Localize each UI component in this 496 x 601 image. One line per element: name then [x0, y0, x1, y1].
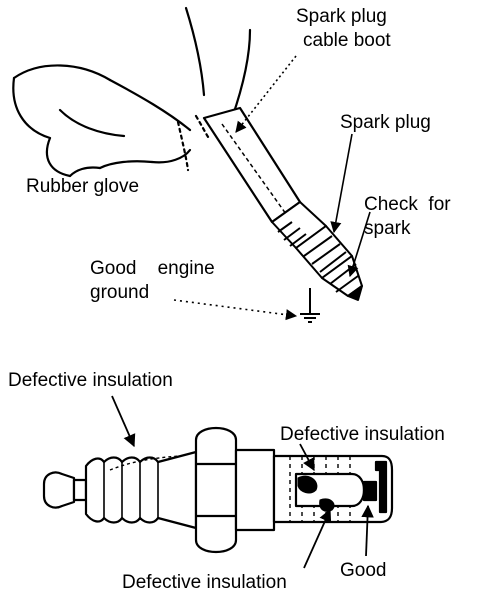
defective-insulation-label-bottom: Defective insulation — [122, 572, 287, 593]
spark-plug-label: Spark plug — [340, 112, 431, 133]
good-engine-ground-label-line1: Good engine — [90, 258, 215, 279]
rubber-glove-label: Rubber glove — [26, 176, 139, 197]
ground-symbol-icon — [300, 288, 320, 323]
cable-boot — [202, 106, 302, 224]
hand-with-glove — [12, 6, 252, 178]
spark-plug-side-view — [42, 426, 394, 554]
cable-boot-label-line2: cable boot — [303, 30, 391, 51]
leader-lines-bottom — [111, 395, 374, 569]
defective-insulation-label-top-left: Defective insulation — [8, 370, 173, 391]
spark-plug-top — [271, 201, 363, 301]
check-for-spark-label-line2: spark — [364, 218, 411, 239]
good-engine-ground-label-line2: ground — [90, 282, 149, 303]
leader-lines-top — [173, 55, 371, 321]
cable-boot-label-line1: Spark plug — [296, 6, 387, 27]
check-for-spark-label-line1: Check for — [364, 194, 451, 215]
defective-insulation-label-right: Defective insulation — [280, 424, 445, 445]
good-label: Good — [340, 560, 386, 581]
